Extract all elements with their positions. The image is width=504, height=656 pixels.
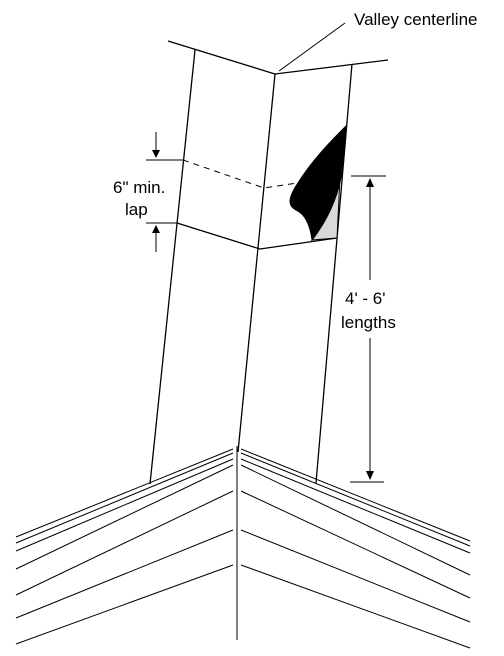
lap-edge (176, 222, 338, 250)
flashing-left-edge (149, 49, 196, 485)
length-label-line2: lengths (341, 313, 396, 332)
lap-label-line1: 6" min. (113, 178, 165, 197)
peeled-corner (289, 124, 347, 242)
valley-centerline-label: Valley centerline (354, 10, 477, 29)
top-edge (167, 40, 389, 75)
eave-trim-layers (15, 446, 471, 649)
lap-label-line2: lap (125, 200, 148, 219)
lap-dimension (146, 132, 183, 252)
flashing-right-edge (315, 63, 353, 484)
valley-leader-line (278, 22, 346, 72)
length-dimension (350, 175, 386, 483)
length-label-line1: 4' - 6' (345, 289, 386, 308)
valley-centerline (237, 73, 276, 453)
peel-flap (289, 124, 347, 242)
